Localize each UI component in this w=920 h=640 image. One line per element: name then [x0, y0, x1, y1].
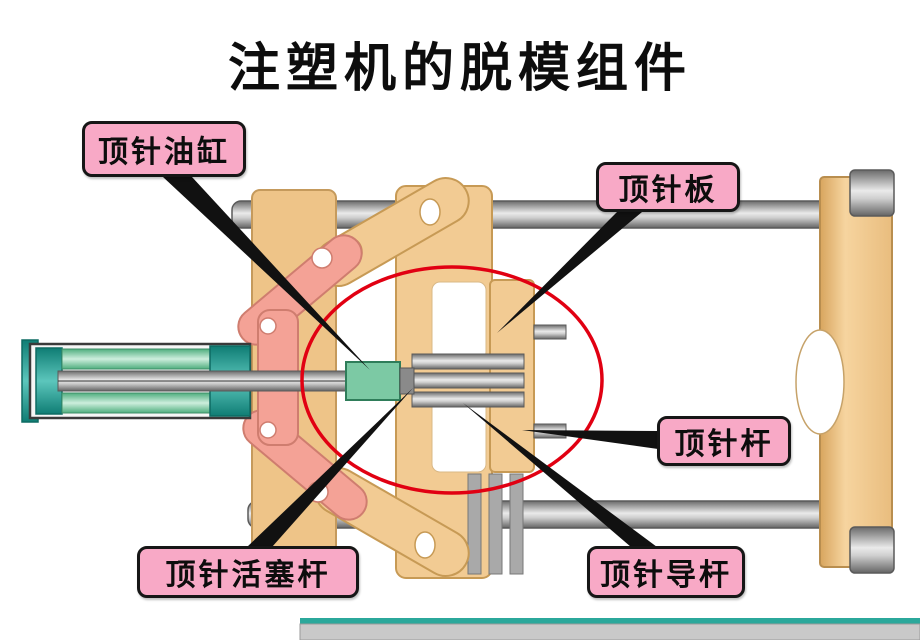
label-ejector-guide-rod: 顶针导杆 [587, 546, 745, 598]
label-ejector-cylinder-text: 顶针油缸 [98, 136, 230, 169]
leader-lines [163, 177, 658, 547]
machine-base [299, 618, 920, 640]
label-ejector-guide-rod-text: 顶针导杆 [600, 559, 732, 592]
label-ejector-plate-text: 顶针板 [618, 174, 718, 207]
label-ejector-plate: 顶针板 [596, 162, 740, 212]
label-ejector-rod: 顶针杆 [657, 416, 791, 466]
label-ejector-cylinder: 顶针油缸 [82, 121, 246, 177]
leader-ejector-cylinder [163, 177, 370, 370]
leader-ejector-plate [497, 212, 642, 333]
tie-bar-nut-top [849, 169, 895, 217]
leader-ejector-guide-rod [463, 403, 657, 547]
platen-ribs [467, 473, 524, 575]
tie-bar-nut-bottom [849, 526, 895, 574]
ejector-guide-pin-top [533, 324, 567, 340]
right-end-plate [795, 169, 895, 574]
page-title: 注塑机的脱模组件 [227, 41, 692, 98]
leader-ejector-rod [522, 430, 658, 449]
leader-ejector-piston-rod [247, 388, 413, 547]
highlight-ellipse [300, 265, 604, 495]
ejector-rods [411, 353, 525, 408]
piston-head [345, 361, 401, 401]
ejector-cylinder-graphic [21, 339, 415, 423]
label-ejector-piston-rod: 顶针活塞杆 [137, 546, 359, 598]
label-ejector-rod-text: 顶针杆 [674, 428, 774, 461]
label-ejector-piston-rod-text: 顶针活塞杆 [165, 559, 331, 592]
rod-coupler [399, 367, 415, 395]
